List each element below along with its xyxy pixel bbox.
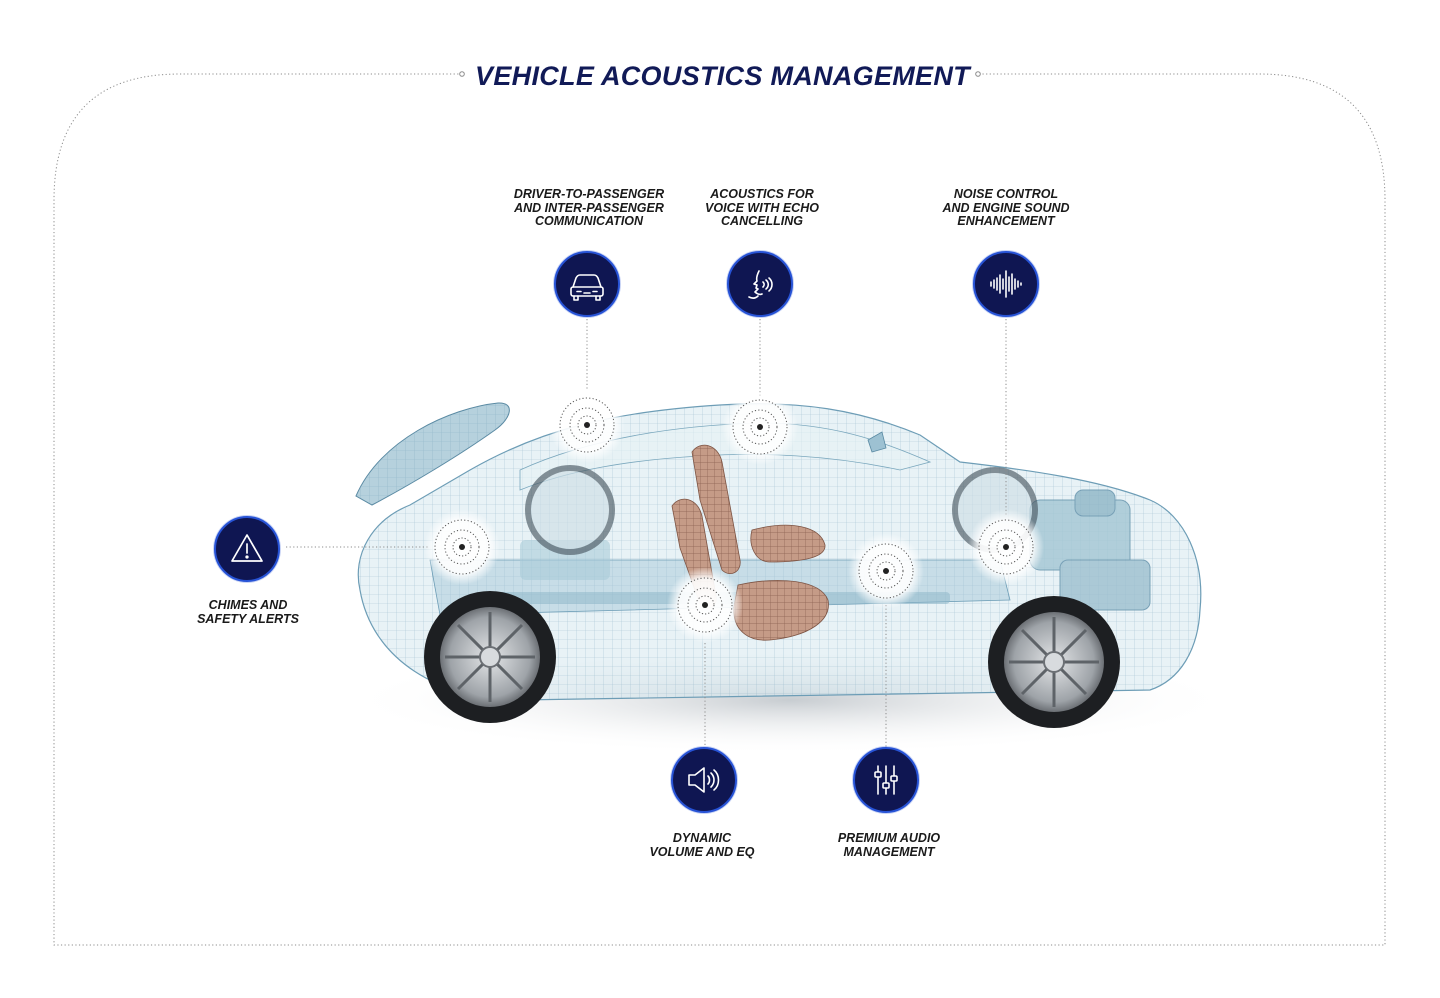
sound-marker-voice — [722, 389, 798, 465]
label-line: MANAGEMENT — [843, 844, 935, 859]
label-line: VOICE WITH ECHO — [705, 200, 819, 215]
label-premium: PREMIUM AUDIO MANAGEMENT — [809, 831, 969, 859]
label-line: AND ENGINE SOUND — [942, 200, 1070, 215]
label-line: VOLUME AND EQ — [649, 844, 755, 859]
label-line: DYNAMIC — [672, 831, 732, 845]
sound-markers — [424, 387, 1044, 643]
label-chimes: CHIMES AND SAFETY ALERTS — [178, 598, 318, 626]
page-title: VEHICLE ACOUSTICS MANAGEMENT — [475, 61, 970, 91]
label-line: AND INTER-PASSENGER — [514, 200, 664, 215]
frame-end-dot-right — [975, 71, 981, 77]
warning-triangle-icon — [231, 534, 263, 562]
sound-wave-icon — [990, 270, 1022, 298]
label-voice: ACOUSTICS FOR VOICE WITH ECHO CANCELLING — [680, 187, 844, 229]
sound-marker-dynamic — [667, 567, 743, 643]
sound-marker-chimes — [424, 509, 500, 585]
badge-chimes — [214, 516, 280, 582]
label-line: ENHANCEMENT — [957, 214, 1055, 228]
car-front-icon — [570, 274, 604, 301]
speaker-icon — [688, 767, 720, 793]
label-line: PREMIUM AUDIO — [837, 831, 941, 845]
frame-end-dot-left — [459, 71, 465, 77]
badge-dynamic — [671, 747, 737, 813]
label-line: NOISE CONTROL — [953, 187, 1059, 201]
wheel-front — [988, 596, 1120, 728]
label-communication: DRIVER-TO-PASSENGER AND INTER-PASSENGER … — [489, 187, 689, 229]
sound-marker-premium — [848, 533, 924, 609]
label-line: DRIVER-TO-PASSENGER — [513, 187, 665, 201]
badge-communication — [554, 251, 620, 317]
label-line: CANCELLING — [721, 214, 803, 228]
dotted-frame — [53, 73, 1386, 946]
car-wireframe — [355, 402, 1202, 701]
badge-premium — [853, 747, 919, 813]
connector-lines — [286, 319, 1007, 747]
label-noise: NOISE CONTROL AND ENGINE SOUND ENHANCEME… — [924, 187, 1088, 229]
speaking-face-icon — [748, 270, 773, 299]
badge-voice — [727, 251, 793, 317]
sound-marker-communication — [549, 387, 625, 463]
label-line: ACOUSTICS FOR — [710, 187, 814, 201]
badge-noise — [973, 251, 1039, 317]
label-line: SAFETY ALERTS — [197, 611, 299, 626]
label-line: COMMUNICATION — [534, 214, 644, 228]
label-line: CHIMES AND — [208, 598, 288, 612]
label-dynamic: DYNAMIC VOLUME AND EQ — [632, 831, 772, 859]
mixer-sliders-icon — [874, 765, 898, 795]
sound-marker-noise — [968, 509, 1044, 585]
wheel-rear — [424, 591, 556, 723]
